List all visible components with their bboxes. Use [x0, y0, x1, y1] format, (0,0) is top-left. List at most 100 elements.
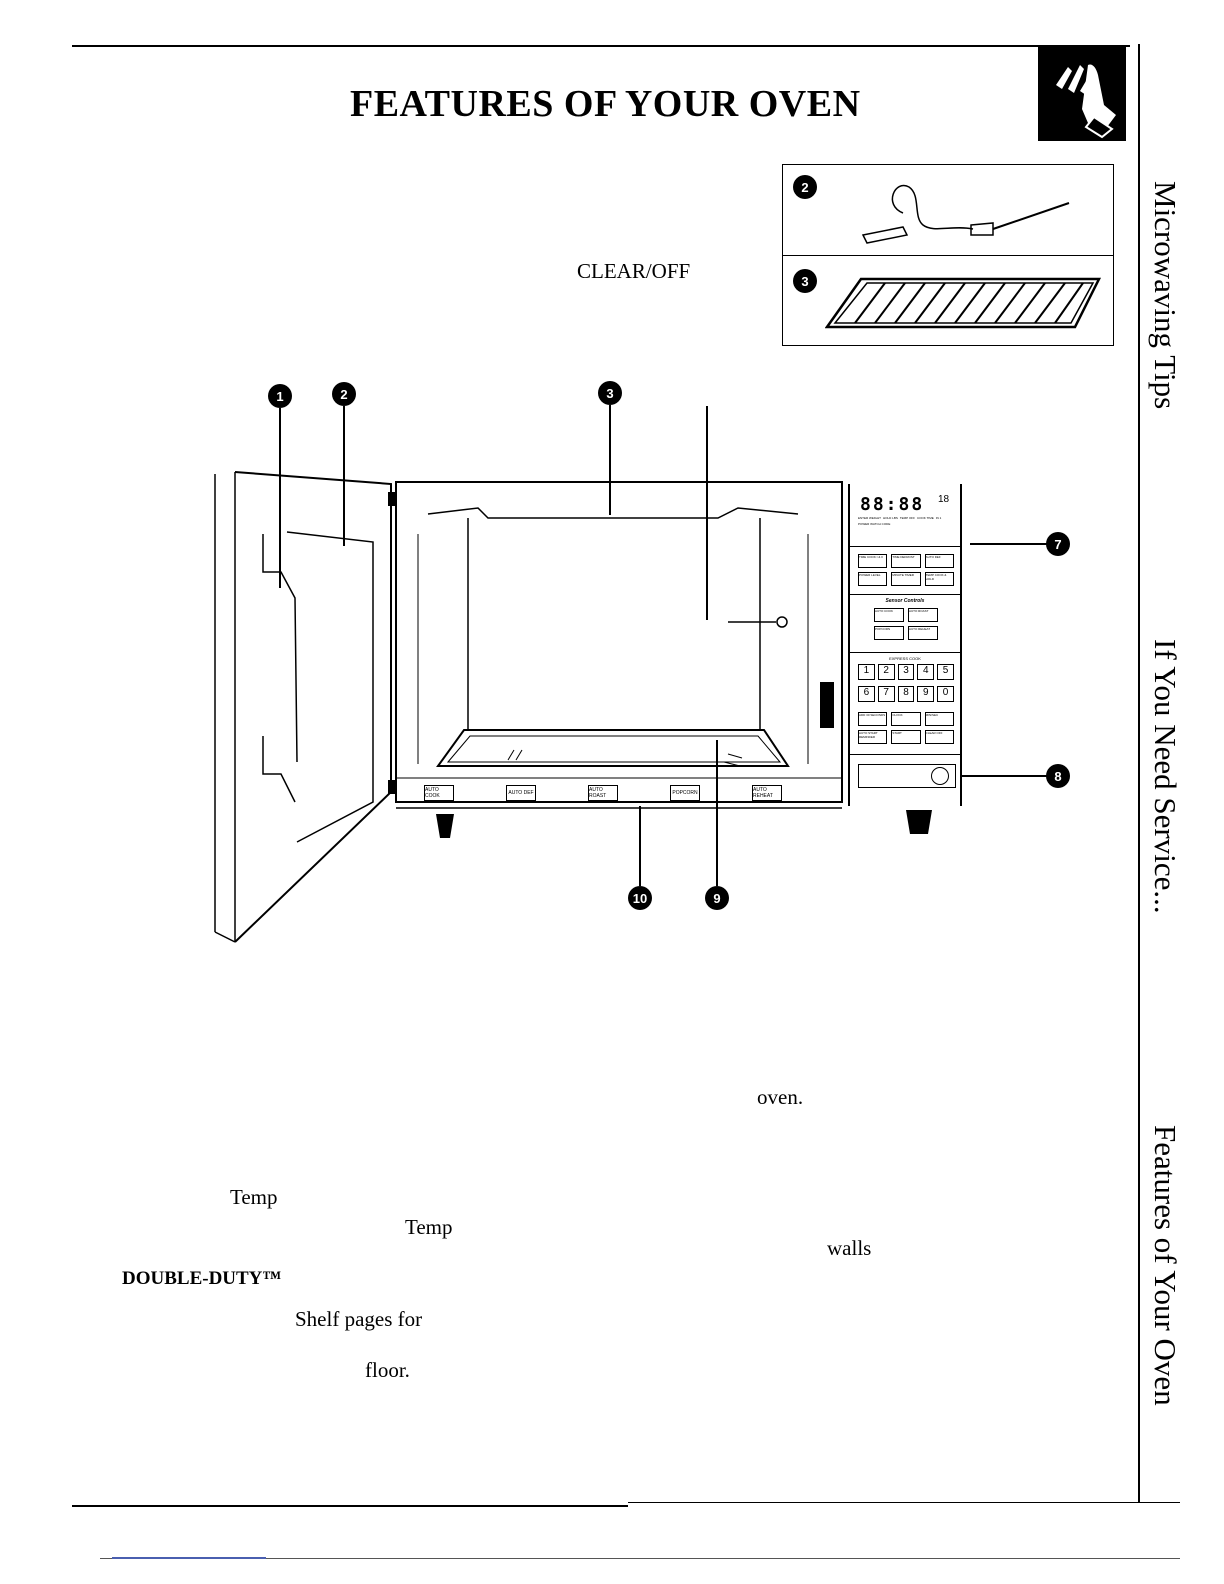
- callout-1: 1: [268, 384, 292, 408]
- leader-7: [970, 543, 1048, 545]
- panel-divider: [850, 546, 960, 547]
- text-double-duty: DOUBLE-DUTY™: [122, 1268, 282, 1289]
- auto-cook-button[interactable]: AUTO COOK: [874, 608, 904, 622]
- text-temp-1: Temp: [230, 1185, 278, 1209]
- display-small: 18: [938, 494, 950, 505]
- time-defrost-button[interactable]: TIME DEFROST: [891, 554, 921, 568]
- strip-auto-def-button[interactable]: AUTO DEF: [506, 785, 536, 801]
- min-sec-button[interactable]: MIN/SEC: [924, 712, 954, 726]
- top-rule: [72, 45, 1130, 47]
- tab-microwaving-tips[interactable]: Microwaving Tips: [1148, 180, 1183, 410]
- text-shelf-pages: Shelf pages for: [295, 1307, 423, 1331]
- power-level-button[interactable]: POWER LEVEL: [858, 572, 888, 586]
- leader-9: [716, 740, 718, 886]
- callout-7: 7: [1046, 532, 1070, 556]
- strip-auto-reheat-button[interactable]: AUTO REHEAT: [752, 785, 782, 801]
- door-release-button[interactable]: [858, 764, 956, 788]
- display-label: HOLD LBS: [883, 516, 898, 520]
- display-labels: ENTER WEIGHT HOLD LBS TEMP OFF COOK TIME…: [858, 516, 954, 526]
- callout-2: 2: [332, 382, 356, 406]
- strip-spacer: [624, 785, 664, 803]
- top-button-grid: TIME COOK I & II TIME DEFROST AUTO DEF P…: [858, 554, 954, 586]
- text-walls: walls: [827, 1236, 872, 1260]
- start-button[interactable]: START: [891, 730, 921, 744]
- auto-start-button[interactable]: AUTO START REMINDER: [858, 730, 888, 744]
- keypad-row-1: 1 2 3 4 5: [858, 664, 954, 680]
- oven-cavity: [388, 481, 843, 838]
- callout-10: 10: [628, 886, 652, 910]
- leader-2: [343, 406, 345, 546]
- temperature-probe-icon: [861, 184, 1070, 244]
- panel-divider: [850, 652, 960, 653]
- footer-rule: [100, 1558, 1180, 1559]
- door-release-knob-icon: [931, 767, 949, 785]
- front-strip: AUTO COOK AUTO DEF AUTO ROAST POPCORN AU…: [424, 785, 844, 803]
- control-panel: 88:88 18 ENTER WEIGHT HOLD LBS TEMP OFF …: [848, 484, 962, 806]
- keypad-key-5[interactable]: 5: [937, 664, 954, 680]
- oven-foot: [906, 810, 932, 834]
- leader-1: [279, 408, 281, 588]
- leader-10: [639, 806, 641, 886]
- auto-def-button[interactable]: AUTO DEF: [924, 554, 954, 568]
- keypad-key-7[interactable]: 7: [877, 686, 895, 702]
- keypad-key-1[interactable]: 1: [858, 664, 875, 680]
- keypad-key-9[interactable]: 9: [917, 686, 935, 702]
- leader-3: [609, 405, 611, 515]
- display-label: POWER WATCH CODE: [858, 522, 891, 526]
- bottom-rule-left: [72, 1505, 628, 1507]
- strip-popcorn-button[interactable]: POPCORN: [670, 785, 700, 801]
- popcorn-button[interactable]: POPCORN: [874, 626, 904, 640]
- oven-door: [214, 471, 392, 943]
- text-clear-off: CLEAR/OFF: [577, 259, 691, 283]
- express-cook-heading: EXPRESS COOK: [889, 656, 921, 661]
- keypad-row-2: 6 7 8 9 0: [858, 686, 954, 702]
- tab-if-you-need-service[interactable]: If You Need Service...: [1148, 638, 1183, 914]
- bottom-rule-right: [628, 1502, 1180, 1503]
- keypad-key-4[interactable]: 4: [917, 664, 935, 680]
- minute-timer-button[interactable]: MINUTE TIMER: [891, 572, 921, 586]
- strip-spacer: [542, 785, 582, 803]
- panel-divider: [850, 594, 960, 595]
- sensor-button-grid: AUTO COOK AUTO ROAST POPCORN AUTO REHEAT: [874, 608, 938, 640]
- keypad-key-8[interactable]: 8: [897, 686, 915, 702]
- clear-off-button[interactable]: CLEAR OFF: [924, 730, 954, 744]
- callout-3: 3: [598, 381, 622, 405]
- keypad-key-6[interactable]: 6: [858, 686, 875, 702]
- text-temp-2: Temp: [405, 1215, 453, 1239]
- strip-auto-roast-button[interactable]: AUTO ROAST: [588, 785, 618, 801]
- auto-roast-button[interactable]: AUTO ROAST: [908, 608, 938, 622]
- bottom-button-grid: ADD 30 SECONDS CLOCK MIN/SEC AUTO START …: [858, 712, 954, 744]
- strip-spacer: [706, 785, 746, 803]
- display-label: IN 1: [935, 516, 942, 520]
- keypad-key-2[interactable]: 2: [877, 664, 895, 680]
- panel-divider: [850, 754, 960, 755]
- footer-rule-accent: [112, 1557, 266, 1559]
- hand-pressing-icon: [1038, 45, 1126, 141]
- keypad-key-3[interactable]: 3: [897, 664, 915, 680]
- tab-features-of-your-oven[interactable]: Features of Your Oven: [1148, 1125, 1183, 1406]
- callout-9: 9: [705, 886, 729, 910]
- display-label: TEMP OFF: [899, 516, 915, 520]
- strip-spacer: [460, 785, 500, 803]
- display-label: ENTER WEIGHT: [858, 516, 881, 520]
- callout-5: 2: [793, 175, 817, 199]
- text-oven: oven.: [757, 1085, 804, 1109]
- leader-probe-outlet: [706, 406, 708, 620]
- strip-auto-cook-button[interactable]: AUTO COOK: [424, 785, 454, 801]
- sensor-controls-heading: Sensor Controls: [885, 598, 925, 604]
- page-title: FEATURES OF YOUR OVEN: [350, 83, 861, 125]
- temp-cook-button[interactable]: TEMP COOK & HOLD: [924, 572, 954, 586]
- right-rule: [1138, 44, 1140, 1502]
- accessories-box: 2 3: [782, 164, 1114, 346]
- clock-button[interactable]: CLOCK: [891, 712, 921, 726]
- keypad-key-0[interactable]: 0: [937, 686, 954, 702]
- leader-8: [960, 775, 1048, 777]
- time-cook-button[interactable]: TIME COOK I & II: [858, 554, 888, 568]
- accessories-divider: [783, 255, 1113, 256]
- text-floor: floor.: [365, 1358, 410, 1382]
- display-digits: 88:88: [860, 494, 925, 515]
- callout-8: 8: [1046, 764, 1070, 788]
- auto-reheat-button[interactable]: AUTO REHEAT: [908, 626, 938, 640]
- callout-6: 3: [793, 269, 817, 293]
- add-30-seconds-button[interactable]: ADD 30 SECONDS: [858, 712, 888, 726]
